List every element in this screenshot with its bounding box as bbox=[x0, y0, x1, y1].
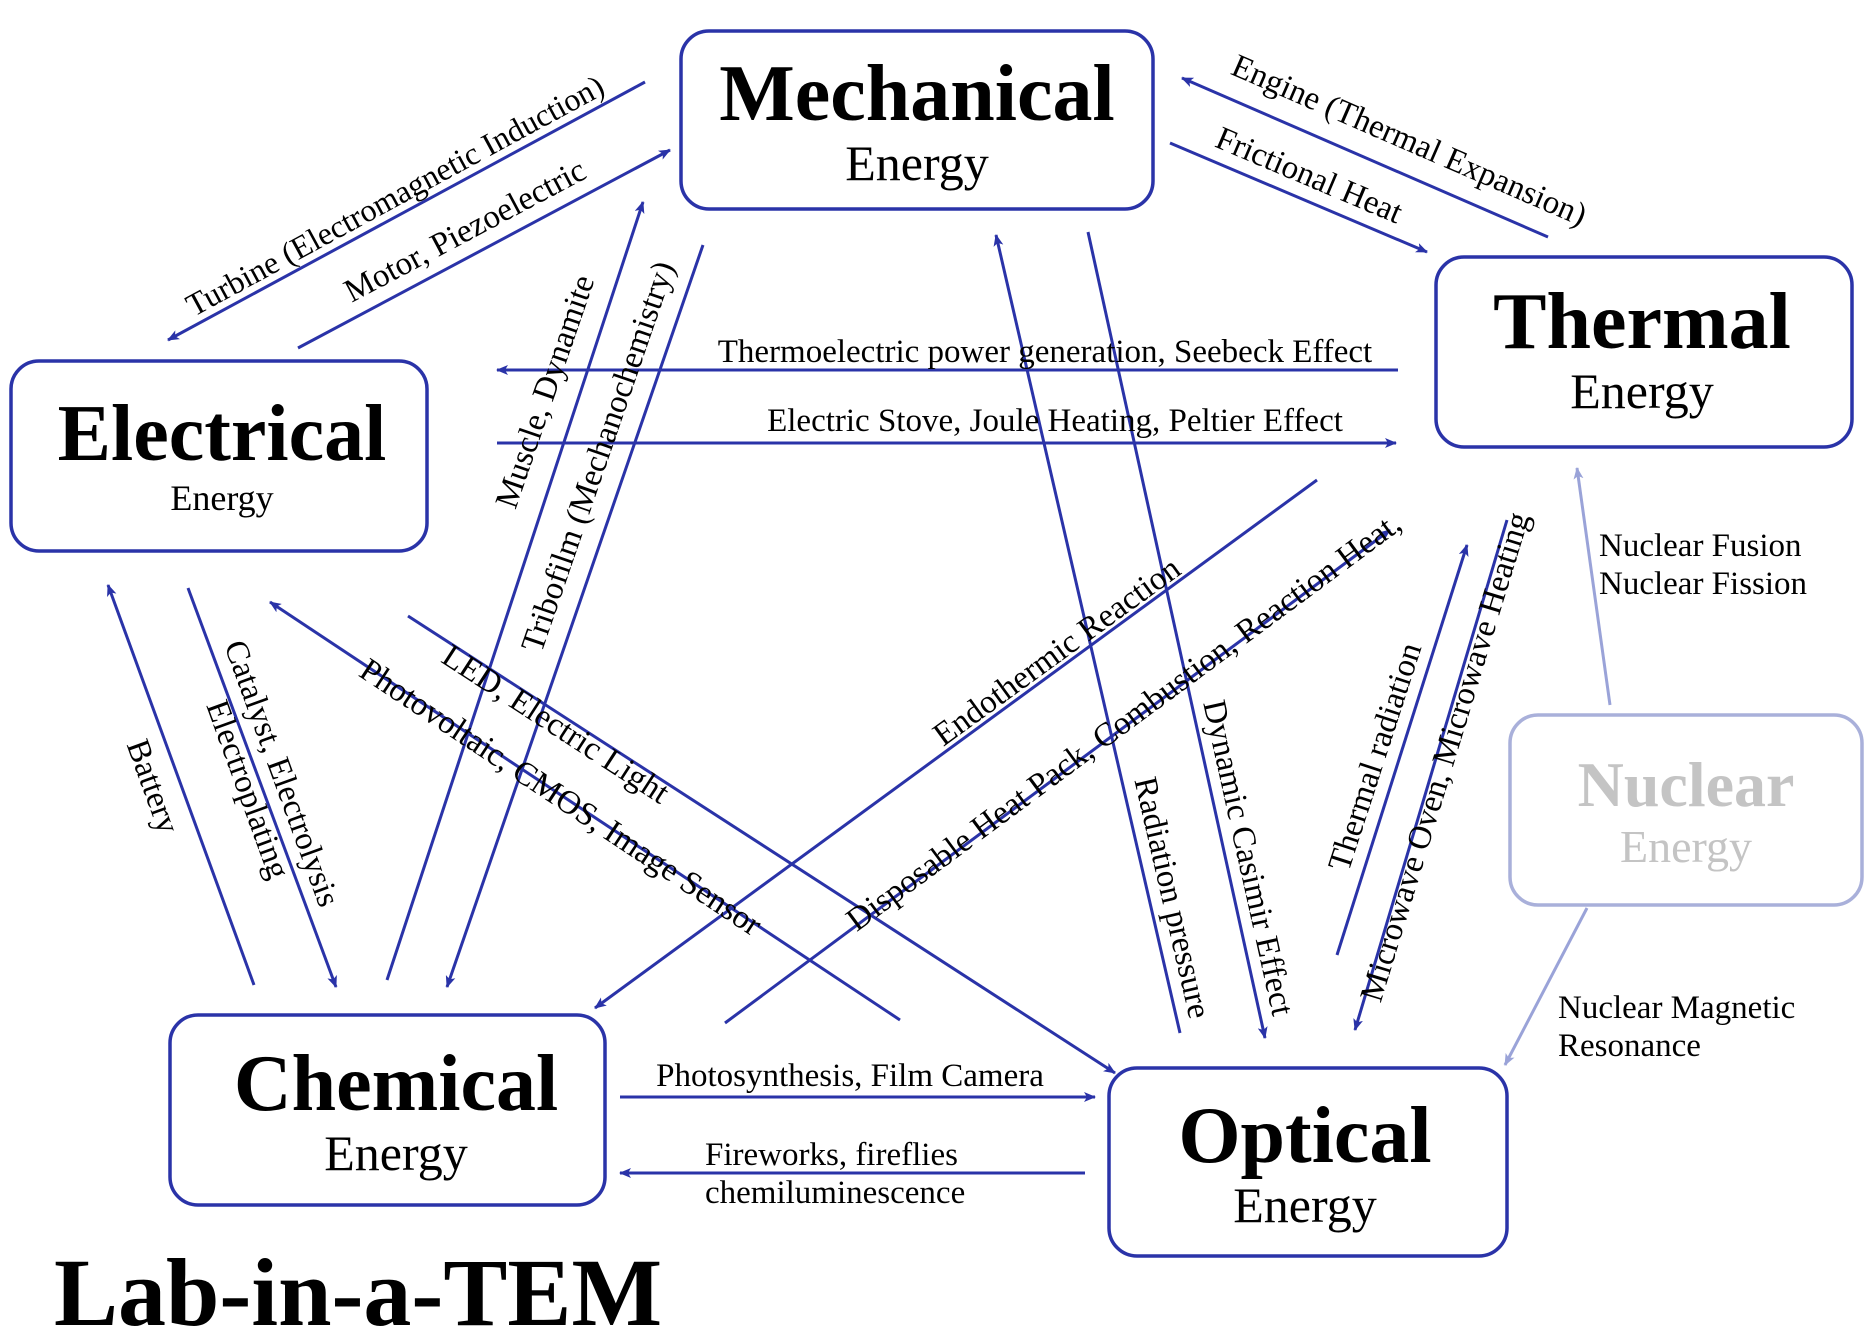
node-electrical-title: Electrical bbox=[58, 390, 387, 478]
arrow-thermal-radiation bbox=[1335, 544, 1469, 956]
label-radiation-pressure: Radiation pressure bbox=[1126, 774, 1217, 1022]
arrow-combustion bbox=[724, 528, 1391, 1025]
arrow-friction bbox=[1169, 141, 1428, 254]
arrow-muscle bbox=[385, 201, 645, 981]
label-nmr-line2: Resonance bbox=[1558, 1028, 1701, 1064]
arrow-nuclear-to-optical bbox=[1503, 907, 1589, 1066]
label-photosynthesis: Photosynthesis, Film Camera bbox=[656, 1058, 1044, 1094]
arrow-led bbox=[407, 614, 1116, 1075]
label-photovoltaic: Photovoltaic, CMOS, Image Sensor bbox=[353, 652, 768, 944]
node-thermal-box bbox=[1434, 255, 1854, 449]
node-optical-subtitle: Energy bbox=[1233, 1177, 1376, 1233]
node-optical: Optical Energy bbox=[1107, 1066, 1509, 1258]
node-electrical-box bbox=[9, 359, 429, 553]
node-nuclear-box bbox=[1508, 713, 1864, 907]
arrow-photovoltaic bbox=[269, 600, 901, 1022]
node-mechanical: Mechanical Energy bbox=[679, 29, 1155, 211]
node-mechanical-box bbox=[679, 29, 1155, 211]
label-nmr-line1: Nuclear Magnetic bbox=[1558, 990, 1795, 1026]
node-chemical-box bbox=[168, 1013, 607, 1207]
label-casimir: Dynamic Casimir Effect bbox=[1195, 697, 1300, 1019]
label-nuclear-fusion: Nuclear Fusion bbox=[1599, 528, 1802, 564]
node-chemical-title: Chemical bbox=[234, 1040, 558, 1128]
arrow-nuclear-to-thermal bbox=[1573, 467, 1612, 706]
node-mechanical-title: Mechanical bbox=[719, 50, 1114, 138]
arrow-battery bbox=[106, 584, 256, 986]
label-battery: Battery bbox=[119, 735, 186, 839]
node-electrical-subtitle: Energy bbox=[170, 478, 273, 518]
node-optical-box bbox=[1107, 1066, 1509, 1258]
node-nuclear-subtitle: Energy bbox=[1620, 821, 1752, 872]
node-optical-title: Optical bbox=[1178, 1092, 1431, 1180]
footer-title: Lab-in-a-TEM bbox=[54, 1239, 662, 1340]
node-thermal: Thermal Energy bbox=[1434, 255, 1854, 449]
node-nuclear: Nuclear Energy bbox=[1508, 713, 1864, 907]
node-thermal-subtitle: Energy bbox=[1570, 363, 1713, 419]
node-chemical: Chemical Energy bbox=[168, 1013, 607, 1207]
label-engine: Engine (Thermal Expansion) bbox=[1226, 48, 1592, 234]
arrow-tribofilm bbox=[445, 244, 705, 988]
label-seebeck: Thermoelectric power generation, Seebeck… bbox=[718, 334, 1372, 370]
arrow-endothermic bbox=[594, 478, 1318, 1010]
arrow-motor bbox=[297, 148, 671, 350]
arrow-catalyst bbox=[186, 587, 338, 988]
label-nuclear-fission: Nuclear Fission bbox=[1599, 566, 1807, 602]
node-nuclear-title: Nuclear bbox=[1578, 749, 1795, 820]
arrow-casimir bbox=[1086, 231, 1268, 1039]
node-thermal-title: Thermal bbox=[1493, 278, 1791, 366]
node-mechanical-subtitle: Energy bbox=[845, 135, 988, 191]
label-fireworks: Fireworks, fireflies bbox=[705, 1137, 958, 1173]
label-chemiluminescence: chemiluminescence bbox=[705, 1175, 965, 1211]
arrows bbox=[106, 76, 1612, 1178]
arrow-microwave bbox=[1353, 519, 1509, 1031]
label-joule: Electric Stove, Joule Heating, Peltier E… bbox=[767, 403, 1343, 439]
node-chemical-subtitle: Energy bbox=[324, 1125, 467, 1181]
node-electrical: Electrical Energy bbox=[9, 359, 429, 553]
label-combustion: Disposable Heat Pack, Combustion, Reacti… bbox=[840, 505, 1408, 938]
arrow-turbine bbox=[167, 80, 646, 342]
arrow-engine bbox=[1181, 76, 1549, 239]
arrow-radiation-pressure bbox=[993, 234, 1182, 1034]
